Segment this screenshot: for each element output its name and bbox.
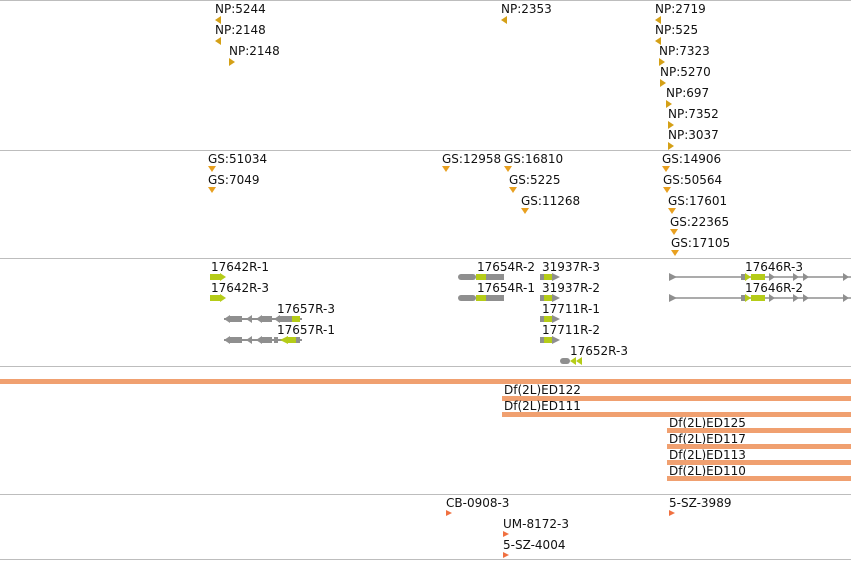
np-marker-left-icon[interactable] <box>655 37 661 45</box>
gene-transcript-glyph[interactable] <box>222 334 304 346</box>
gene-transcript-glyph[interactable] <box>456 292 508 304</box>
stock-label[interactable]: 5-SZ-4004 <box>503 538 566 552</box>
gene-transcript-glyph[interactable] <box>539 313 565 325</box>
gs-marker-down-icon[interactable] <box>668 208 676 214</box>
deletion-label[interactable]: Df(2L)ED113 <box>669 448 746 462</box>
deletion-bar[interactable] <box>667 460 851 465</box>
track-separator-gene-deletion <box>0 366 851 367</box>
np-feature-label[interactable]: NP:5244 <box>215 2 266 16</box>
gs-marker-down-icon[interactable] <box>504 166 512 172</box>
deletion-bar[interactable] <box>667 428 851 433</box>
np-feature-label[interactable]: NP:697 <box>666 86 710 100</box>
gs-feature-label[interactable]: GS:22365 <box>670 215 730 229</box>
gs-marker-down-icon[interactable] <box>663 187 671 193</box>
gene-transcript-glyph[interactable] <box>539 292 565 304</box>
np-marker-right-icon[interactable] <box>666 100 672 108</box>
gs-feature-label[interactable]: GS:51034 <box>208 152 268 166</box>
gs-marker-down-icon[interactable] <box>670 229 678 235</box>
gene-transcript-label[interactable]: 17654R-2 <box>477 260 535 274</box>
gene-transcript-glyph[interactable] <box>558 355 586 367</box>
stock-marker-icon[interactable] <box>669 510 675 516</box>
np-marker-right-icon[interactable] <box>659 58 665 66</box>
gs-feature-label[interactable]: GS:16810 <box>504 152 564 166</box>
gene-transcript-label[interactable]: 17642R-1 <box>211 260 269 274</box>
stock-marker-icon[interactable] <box>503 552 509 558</box>
gene-transcript-label[interactable]: 17711R-1 <box>542 302 600 316</box>
np-feature-label[interactable]: NP:7352 <box>668 107 719 121</box>
deletion-bar[interactable] <box>502 412 851 417</box>
gs-marker-down-icon[interactable] <box>662 166 670 172</box>
gs-marker-down-icon[interactable] <box>521 208 529 214</box>
gene-transcript-label[interactable]: 31937R-2 <box>542 281 600 295</box>
deletion-label[interactable]: Df(2L)ED125 <box>669 416 746 430</box>
np-marker-right-icon[interactable] <box>660 79 666 87</box>
gene-transcript-label[interactable]: 17646R-2 <box>745 281 803 295</box>
np-marker-right-icon[interactable] <box>668 121 674 129</box>
stock-label[interactable]: 5-SZ-3989 <box>669 496 732 510</box>
gene-transcript-glyph[interactable] <box>209 271 229 283</box>
deletion-bar[interactable] <box>667 444 851 449</box>
gs-feature-label[interactable]: GS:50564 <box>663 173 723 187</box>
gene-transcript-glyph[interactable] <box>667 292 851 304</box>
stock-marker-icon[interactable] <box>446 510 452 516</box>
deletion-bar[interactable] <box>0 379 851 384</box>
np-feature-label[interactable]: NP:3037 <box>668 128 719 142</box>
gene-transcript-label[interactable]: 17646R-3 <box>745 260 803 274</box>
np-feature-label[interactable]: NP:2148 <box>215 23 266 37</box>
gene-transcript-glyph[interactable] <box>209 292 229 304</box>
gene-transcript-label[interactable]: 17657R-3 <box>277 302 335 316</box>
track-separator-np-gs <box>0 150 851 151</box>
np-feature-label[interactable]: NP:525 <box>655 23 699 37</box>
gene-transcript-glyph[interactable] <box>222 313 304 325</box>
track-separator-bottom <box>0 559 851 560</box>
track-separator-top <box>0 0 851 1</box>
stock-label[interactable]: CB-0908-3 <box>446 496 510 510</box>
deletion-bar[interactable] <box>667 476 851 481</box>
np-feature-label[interactable]: NP:2719 <box>655 2 706 16</box>
gs-feature-label[interactable]: GS:11268 <box>521 194 581 208</box>
deletion-label[interactable]: Df(2L)ED122 <box>504 383 581 397</box>
gene-transcript-glyph[interactable] <box>539 271 565 283</box>
gs-feature-label[interactable]: GS:12958 <box>442 152 502 166</box>
deletion-label[interactable]: Df(2L)ED111 <box>504 399 581 413</box>
np-marker-left-icon[interactable] <box>501 16 507 24</box>
gs-marker-down-icon[interactable] <box>671 250 679 256</box>
gene-transcript-label[interactable]: 17652R-3 <box>570 344 628 358</box>
gene-transcript-label[interactable]: 17711R-2 <box>542 323 600 337</box>
gs-feature-label[interactable]: GS:17601 <box>668 194 728 208</box>
gene-transcript-label[interactable]: 17642R-3 <box>211 281 269 295</box>
gene-transcript-label[interactable]: 17657R-1 <box>277 323 335 337</box>
np-feature-label[interactable]: NP:2148 <box>229 44 280 58</box>
gs-feature-label[interactable]: GS:14906 <box>662 152 722 166</box>
np-marker-right-icon[interactable] <box>229 58 235 66</box>
gene-transcript-glyph[interactable] <box>456 271 508 283</box>
gene-transcript-label[interactable]: 31937R-3 <box>542 260 600 274</box>
np-marker-left-icon[interactable] <box>215 37 221 45</box>
stock-label[interactable]: UM-8172-3 <box>503 517 569 531</box>
track-separator-gs-gene <box>0 258 851 259</box>
gene-transcript-glyph[interactable] <box>667 271 851 283</box>
np-marker-left-icon[interactable] <box>655 16 661 24</box>
np-marker-right-icon[interactable] <box>668 142 674 150</box>
gs-marker-down-icon[interactable] <box>208 187 216 193</box>
gs-marker-down-icon[interactable] <box>208 166 216 172</box>
deletion-label[interactable]: Df(2L)ED117 <box>669 432 746 446</box>
gs-marker-down-icon[interactable] <box>509 187 517 193</box>
np-feature-label[interactable]: NP:5270 <box>660 65 711 79</box>
np-feature-label[interactable]: NP:2353 <box>501 2 552 16</box>
stock-marker-icon[interactable] <box>503 531 509 537</box>
deletion-label[interactable]: Df(2L)ED110 <box>669 464 746 478</box>
gs-feature-label[interactable]: GS:5225 <box>509 173 561 187</box>
track-separator-deletion-stock <box>0 494 851 495</box>
gs-feature-label[interactable]: GS:17105 <box>671 236 731 250</box>
np-feature-label[interactable]: NP:7323 <box>659 44 710 58</box>
gs-feature-label[interactable]: GS:7049 <box>208 173 260 187</box>
gene-transcript-glyph[interactable] <box>539 334 565 346</box>
np-marker-left-icon[interactable] <box>215 16 221 24</box>
gs-marker-down-icon[interactable] <box>442 166 450 172</box>
deletion-bar[interactable] <box>502 396 851 401</box>
gene-transcript-label[interactable]: 17654R-1 <box>477 281 535 295</box>
